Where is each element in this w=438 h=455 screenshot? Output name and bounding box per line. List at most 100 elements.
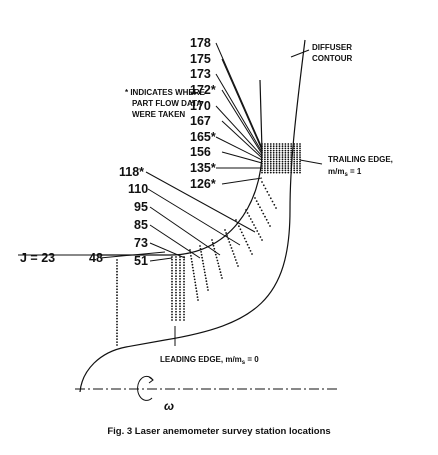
measurement-point	[296, 151, 298, 154]
measurement-point	[278, 145, 281, 148]
measurement-point	[264, 187, 267, 190]
measurement-point	[116, 294, 118, 297]
measurement-point	[266, 162, 269, 165]
measurement-point	[266, 158, 269, 161]
measurement-point	[299, 143, 301, 145]
measurement-point	[287, 147, 290, 150]
measurement-point	[171, 280, 173, 283]
measurement-point	[272, 147, 275, 150]
measurement-point	[269, 167, 272, 170]
measurement-point	[268, 194, 270, 196]
measurement-point	[284, 167, 287, 170]
measurement-point	[179, 297, 181, 299]
measurement-point	[199, 248, 202, 250]
station-leader-line	[149, 257, 173, 262]
measurement-point	[116, 338, 118, 340]
measurement-point	[175, 299, 177, 302]
measurement-point	[269, 156, 272, 159]
measurement-point	[116, 267, 118, 270]
station-leader-line	[221, 89, 263, 155]
measurement-point	[264, 160, 266, 163]
measurement-point	[116, 279, 118, 282]
station-label: 156	[190, 145, 211, 159]
station-leader-line	[149, 242, 186, 259]
measurement-point	[293, 145, 296, 148]
measurement-point	[200, 253, 203, 256]
station-leader-line	[215, 73, 263, 153]
measurement-point	[202, 265, 205, 268]
measurement-point	[175, 267, 177, 269]
leading-edge-label: LEADING EDGE, m/ms = 0	[160, 355, 259, 366]
measurement-point	[259, 236, 262, 238]
measurement-point	[299, 154, 301, 156]
measurement-point	[281, 158, 284, 161]
measurement-point	[116, 282, 118, 285]
measurement-point	[116, 311, 118, 314]
measurement-point	[242, 234, 245, 237]
station-label: 173	[190, 67, 211, 81]
measurement-point	[290, 171, 293, 174]
measurement-point	[238, 225, 240, 228]
measurement-point	[171, 283, 173, 286]
measurement-point	[264, 156, 266, 159]
measurement-point	[264, 215, 266, 218]
measurement-point	[296, 147, 298, 150]
bend-traverse	[199, 245, 209, 291]
measurement-point	[272, 149, 275, 152]
measurement-point	[179, 313, 181, 316]
measurement-point	[287, 167, 290, 170]
inlet-traverse	[116, 259, 118, 346]
measurement-point	[261, 154, 263, 156]
measurement-point	[179, 269, 181, 272]
measurement-point	[206, 286, 209, 288]
measurement-point	[249, 218, 252, 220]
measurement-point	[290, 145, 293, 148]
measurement-point	[299, 171, 301, 174]
measurement-point	[179, 275, 181, 278]
measurement-point	[248, 215, 251, 217]
measurement-point	[299, 156, 301, 159]
measurement-point	[195, 287, 198, 290]
measurement-point	[281, 154, 284, 156]
measurement-point	[116, 262, 118, 264]
measurement-point	[116, 259, 118, 261]
measurement-point	[179, 308, 181, 310]
measurement-point	[116, 329, 118, 332]
measurement-point	[175, 264, 177, 267]
measurement-point	[175, 305, 177, 308]
measurement-point	[269, 197, 272, 200]
measurement-point	[175, 272, 177, 275]
measurement-point	[272, 160, 275, 163]
measurement-point	[175, 269, 177, 272]
measurement-point	[175, 302, 177, 305]
measurement-point	[191, 266, 194, 269]
measurement-point	[287, 151, 290, 154]
measurement-point	[205, 277, 207, 280]
measurement-point	[179, 258, 181, 261]
measurement-point	[262, 212, 265, 215]
station-label: 135*	[190, 161, 216, 175]
measurement-point	[257, 233, 260, 235]
measurement-point	[296, 167, 298, 170]
measurement-point	[275, 143, 278, 145]
measurement-point	[175, 291, 177, 294]
measurement-point	[266, 171, 269, 174]
station-leader-line	[221, 151, 263, 164]
measurement-point	[201, 259, 204, 262]
measurement-point	[264, 167, 266, 170]
measurement-point	[236, 262, 238, 264]
measurement-point	[229, 244, 232, 246]
measurement-point	[183, 269, 185, 272]
measurement-point	[281, 171, 284, 174]
measurement-point	[183, 310, 185, 313]
measurement-point	[216, 259, 219, 262]
measurement-point	[278, 158, 281, 161]
measurement-point	[179, 319, 181, 321]
station-label: 167	[190, 114, 211, 128]
measurement-point	[228, 241, 231, 243]
measurement-point	[281, 149, 284, 152]
measurement-point	[269, 154, 272, 156]
measurement-point	[257, 203, 260, 206]
measurement-point	[293, 154, 296, 156]
